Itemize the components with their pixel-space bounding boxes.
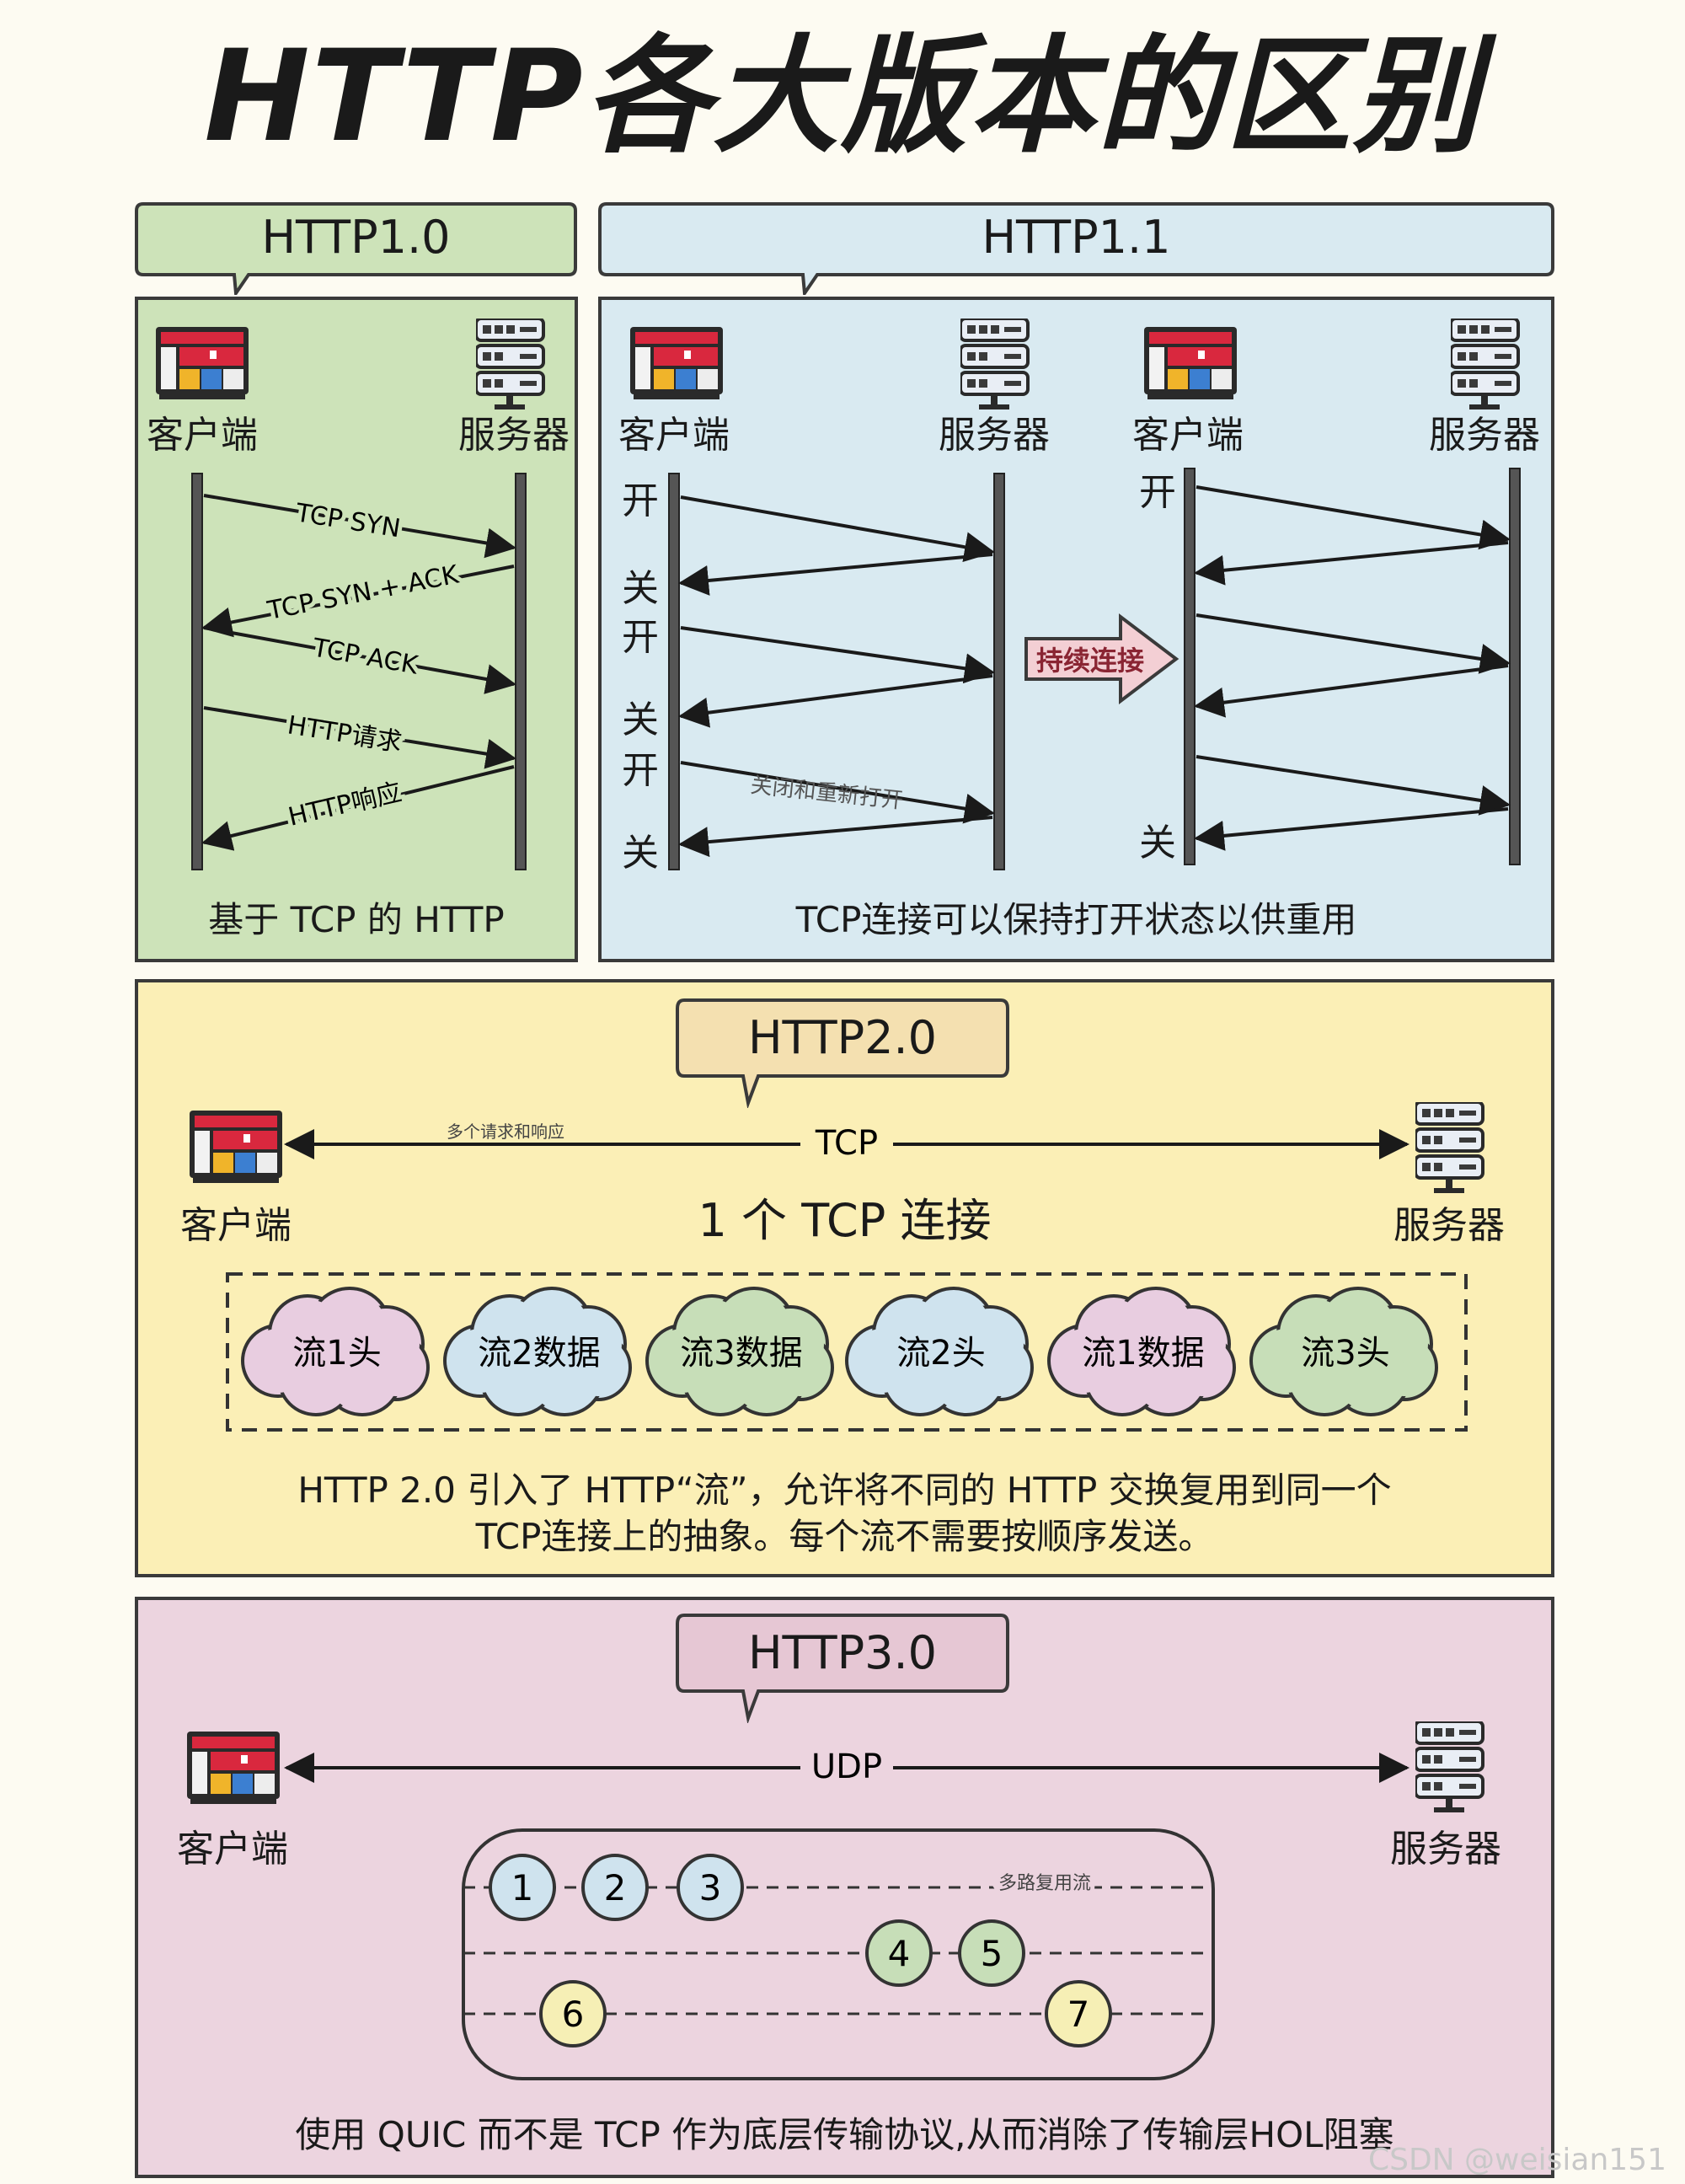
server-label: 服务器: [458, 414, 570, 457]
http20-caption-line1: HTTP 2.0 引入了 HTTP“流”，允许将不同的 HTTP 交换复用到同一…: [297, 1469, 1392, 1511]
open-label: 开: [622, 616, 659, 659]
close-label: 关: [1139, 822, 1176, 864]
http30-tag: HTTP3.0: [747, 1626, 938, 1679]
msg-http-response: HTTP响应: [286, 778, 404, 832]
tcp-connection-label: 1 个 TCP 连接: [698, 1194, 992, 1247]
stream-label: 流2数据: [478, 1334, 600, 1373]
stream-label: 流1头: [292, 1334, 381, 1373]
stream-cloud: 流3数据: [645, 1287, 834, 1416]
close-label: 关: [622, 567, 659, 610]
server-label: 服务器: [1390, 1828, 1501, 1871]
msg-tcp-syn: TCP SYN: [293, 498, 403, 543]
http20-tag-shape: [676, 998, 1009, 1108]
stream-cloud: 流1头: [241, 1287, 430, 1416]
http20-panel: [135, 979, 1554, 1577]
client-label: 客户端: [147, 414, 258, 457]
http20-tag: HTTP2.0: [747, 1011, 938, 1064]
multiplex-note: 多路复用流: [998, 1873, 1091, 1894]
packet-number: 7: [1067, 1994, 1090, 2035]
http20-streams: 流1头 流2数据 流3数据 流2头 流1数据 流3头: [226, 1272, 1468, 1432]
packet-circle: [539, 1980, 607, 2048]
http11-sequence: 持续连接 关闭和重新打开: [668, 468, 1521, 870]
http30-panel: [135, 1597, 1554, 2178]
watermark: CSDN @weisian151: [1367, 2143, 1666, 2177]
http10-tag-shape: [135, 202, 577, 295]
packet-circle: [865, 1919, 933, 1987]
server-icon: [960, 318, 1030, 411]
stream-cloud: 流1数据: [1047, 1287, 1236, 1416]
tcp-label: TCP: [815, 1124, 878, 1163]
stream-label: 流3数据: [680, 1334, 802, 1373]
server-icon: [1451, 318, 1520, 411]
msg-http-request: HTTP请求: [286, 710, 404, 757]
stream-cloud: 流3头: [1249, 1287, 1438, 1416]
stream-label: 流1数据: [1082, 1334, 1204, 1373]
http10-caption: 基于 TCP 的 HTTP: [208, 899, 505, 940]
packet-number: 5: [981, 1933, 1003, 1974]
packet-number: 6: [562, 1994, 585, 2035]
packet-circle: [581, 1854, 649, 1921]
http20-tcp-arrow: TCP 多个请求和响应: [284, 1121, 1410, 1163]
http11-tag: HTTP1.1: [982, 211, 1171, 264]
udp-label: UDP: [811, 1748, 882, 1786]
client-icon: [630, 327, 723, 399]
client-label: 客户端: [177, 1828, 288, 1871]
client-icon: [1144, 327, 1237, 399]
http11-tag-shape: [598, 202, 1554, 295]
stream-label: 流2头: [896, 1334, 985, 1373]
client-icon: [156, 327, 249, 399]
packet-number: 2: [604, 1867, 627, 1908]
open-label: 开: [1139, 471, 1176, 514]
packet-circle: [958, 1919, 1025, 1987]
packet-circle: [489, 1854, 556, 1921]
client-label: 客户端: [1132, 414, 1244, 457]
http11-caption: TCP连接可以保持打开状态以供重用: [795, 899, 1357, 940]
server-icon: [476, 318, 545, 411]
packet-circle: [677, 1854, 744, 1921]
stream-label: 流3头: [1301, 1334, 1389, 1373]
server-label: 服务器: [1429, 414, 1540, 457]
open-label: 开: [622, 749, 659, 792]
http10-sequence: TCP SYN TCP SYN + ACK TCP ACK HTTP请求 HTT…: [191, 473, 527, 870]
stream-cloud: 流2头: [845, 1287, 1034, 1416]
requests-note: 多个请求和响应: [447, 1121, 564, 1142]
http30-udp-arrow: UDP: [284, 1748, 1410, 1786]
packet-number: 4: [888, 1933, 911, 1974]
close-label: 关: [622, 699, 659, 741]
msg-tcp-syn-ack: TCP SYN + ACK: [265, 559, 463, 626]
page-title: HTTP各大版本的区别: [204, 24, 1481, 170]
client-label: 客户端: [180, 1204, 292, 1247]
packet-number: 1: [511, 1867, 534, 1908]
open-label: 开: [622, 479, 659, 522]
http10-tag: HTTP1.0: [261, 211, 451, 264]
server-label: 服务器: [939, 414, 1050, 457]
packet-number: 3: [699, 1867, 722, 1908]
http30-streams: 多路复用流 1 2 3 4 5 6 7: [462, 1828, 1215, 2080]
packet-circle: [1045, 1980, 1112, 2048]
persistent-connection-label: 持续连接: [1036, 645, 1144, 677]
http30-tag-shape: [676, 1614, 1009, 1723]
msg-tcp-ack: TCP ACK: [310, 633, 421, 681]
http30-caption: 使用 QUIC 而不是 TCP 作为底层传输协议,从而消除了传输层HOL阻塞: [295, 2114, 1394, 2155]
reopen-note: 关闭和重新打开: [749, 773, 904, 814]
stream-cloud: 流2数据: [443, 1287, 632, 1416]
http20-caption-line2: TCP连接上的抽象。每个流不需要按顺序发送。: [475, 1516, 1214, 1557]
persistent-connection-arrow: [1024, 613, 1180, 705]
server-label: 服务器: [1393, 1204, 1505, 1247]
close-label: 关: [622, 832, 659, 875]
client-label: 客户端: [618, 414, 730, 457]
http11-panel: [598, 297, 1554, 962]
